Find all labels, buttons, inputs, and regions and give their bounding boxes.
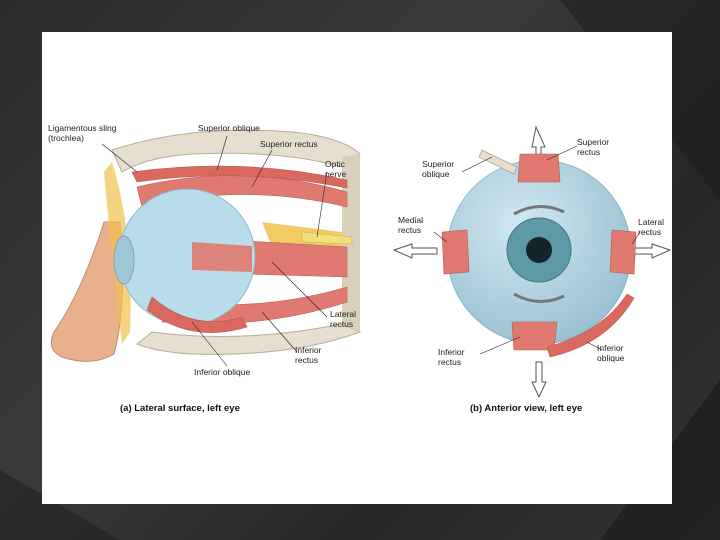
label-lateral-rectus-lateral: Lateral rectus [330, 310, 356, 329]
orbit-bone-upper [112, 130, 360, 172]
label-superior-rectus-lateral: Superior rectus [260, 140, 318, 150]
lateral-rectus-anterior [610, 230, 636, 274]
label-medial-rectus: Medial rectus [398, 216, 423, 235]
lateral-view-illustration [51, 130, 360, 366]
pupil [526, 237, 552, 263]
label-inferior-oblique-anterior: Inferior oblique [597, 344, 624, 363]
eye-muscles-illustration [42, 32, 672, 504]
label-inferior-rectus-lateral: Inferior rectus [295, 346, 321, 365]
superior-rectus-anterior [518, 154, 560, 182]
caption-lateral: (a) Lateral surface, left eye [120, 403, 240, 414]
label-inferior-oblique-lateral: Inferior oblique [194, 368, 250, 378]
label-inferior-rectus-anterior: Inferior rectus [438, 348, 464, 367]
label-ligamentous-sling: Ligamentous sling (trochlea) [48, 124, 117, 143]
label-optic-nerve: Optic nerve [325, 160, 346, 179]
label-lateral-rectus-anterior: Lateral rectus [638, 218, 664, 237]
caption-anterior: (b) Anterior view, left eye [470, 403, 582, 414]
label-superior-rectus-anterior: Superior rectus [577, 138, 609, 157]
label-superior-oblique-anterior: Superior oblique [422, 160, 454, 179]
medial-rectus-anterior [442, 230, 469, 274]
label-superior-oblique-lateral: Superior oblique [198, 124, 260, 134]
orbit-bone-lower [137, 324, 360, 354]
cornea-lateral [114, 236, 134, 284]
slide-figure: Ligamentous sling (trochlea) Superior ob… [42, 32, 672, 504]
